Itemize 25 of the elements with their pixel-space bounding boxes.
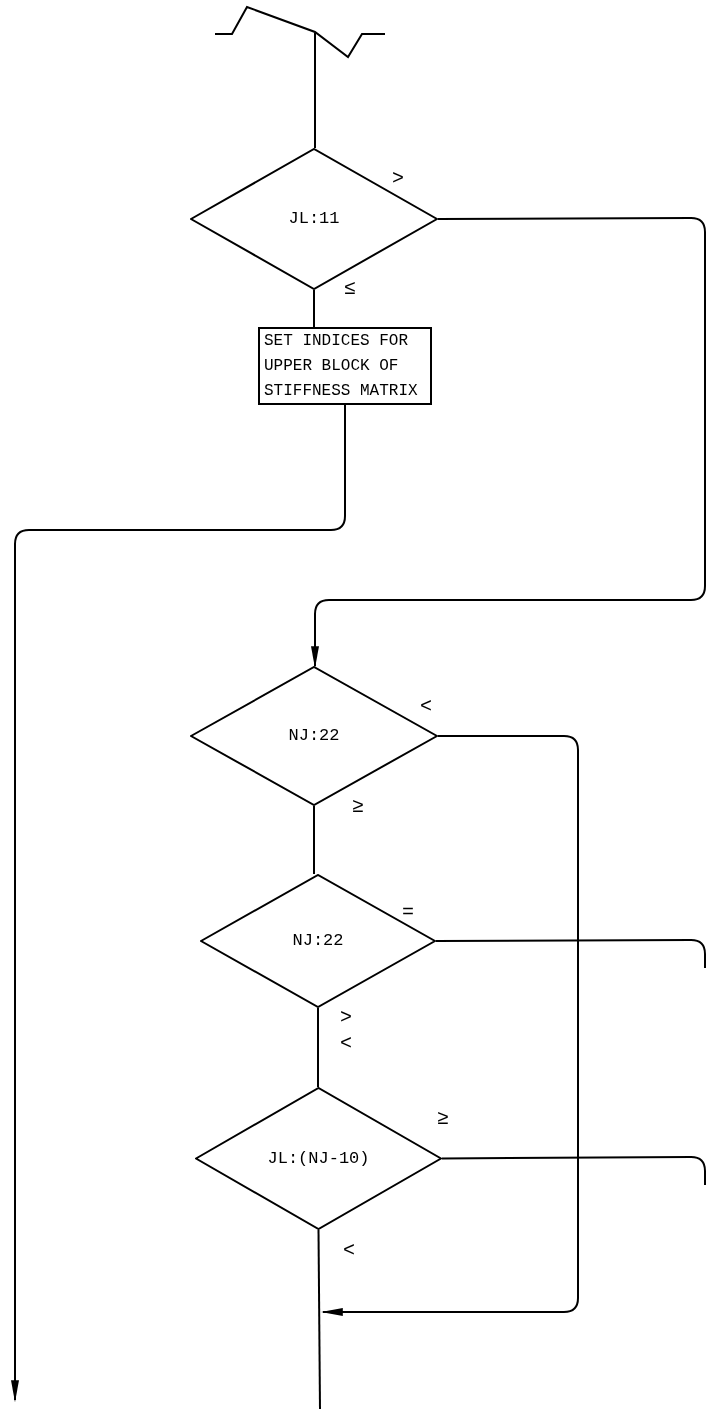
edge-label: > < — [340, 1005, 352, 1057]
edge-label: > — [392, 166, 404, 192]
process-text: SET INDICES FOR UPPER BLOCK OF STIFFNESS MATRIX — [264, 330, 419, 402]
decision-text: NJ:22 — [288, 725, 340, 748]
arrow — [311, 217, 706, 667]
edge-label: ≥ — [352, 794, 364, 820]
edge-label: ≤ — [344, 276, 356, 302]
connector-line — [314, 32, 316, 149]
process-box — [258, 327, 432, 405]
edge-label: < — [420, 694, 432, 720]
connector-line — [435, 939, 706, 969]
edge-label: ≥ — [437, 1106, 449, 1132]
decision-text: NJ:22 — [292, 930, 344, 953]
connector-line — [317, 1229, 321, 1409]
connector-line — [317, 1007, 319, 1088]
decision-text: JL:(NJ-10) — [267, 1147, 370, 1170]
arrow — [322, 735, 579, 1316]
edge-label: < — [343, 1238, 355, 1264]
arrow — [11, 404, 346, 1401]
connector-line — [441, 1156, 706, 1186]
connector-line — [313, 805, 315, 875]
decision-diamond — [200, 874, 436, 1008]
decision-text: JL:11 — [288, 208, 340, 231]
connector-line — [313, 289, 315, 328]
edge-label: = — [402, 900, 414, 926]
